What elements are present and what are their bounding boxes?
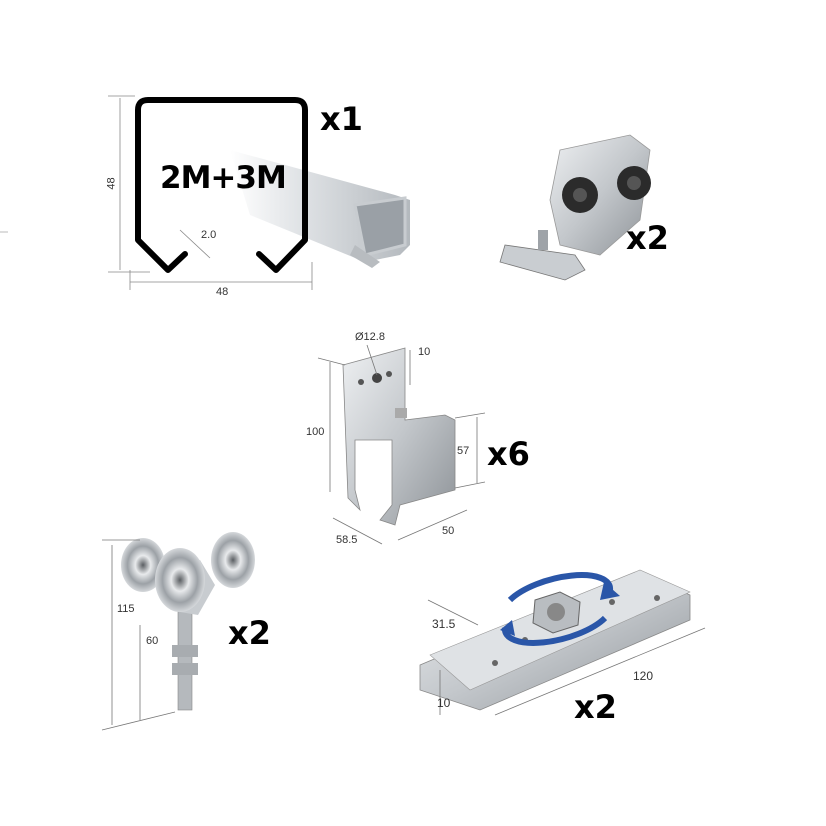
trolley-height-dim: 115 [117,603,135,615]
rail-dimension-lines [108,95,313,290]
end-stop-quantity: x2 [626,219,669,257]
trolley-quantity: x2 [228,614,271,652]
trolley-illustration [101,532,255,731]
plate-height-dim: 10 [437,696,451,710]
bracket-height-dim: 100 [306,426,325,438]
rail-length-label: 2M+3M [160,160,287,196]
bracket-hole-dim: Ø12.8 [355,331,385,343]
rail-width-dim: 48 [216,286,229,298]
rail-illustration [230,150,410,268]
end-stop-illustration [499,134,651,281]
plate-offset-dim: 31.5 [432,617,456,631]
plate-illustration [419,569,706,716]
plate-quantity: x2 [574,688,617,726]
bracket-illustration [317,344,486,545]
bracket-width-dim: 50 [442,525,455,537]
plate-length-dim: 120 [633,669,654,683]
rail-height-dim: 48 [105,177,118,190]
rail-profile-outline [135,97,308,273]
bracket-depth-dim: 58.5 [336,534,358,546]
bracket-channel-height-dim: 57 [457,445,470,457]
bracket-quantity: x6 [487,435,530,473]
trolley-bolt-dim: 60 [146,635,159,647]
rail-thickness-dim: 2.0 [201,229,217,241]
rotation-arrow-icon [507,572,614,603]
bracket-top-offset-dim: 10 [418,346,431,358]
rail-quantity: x1 [320,100,363,138]
